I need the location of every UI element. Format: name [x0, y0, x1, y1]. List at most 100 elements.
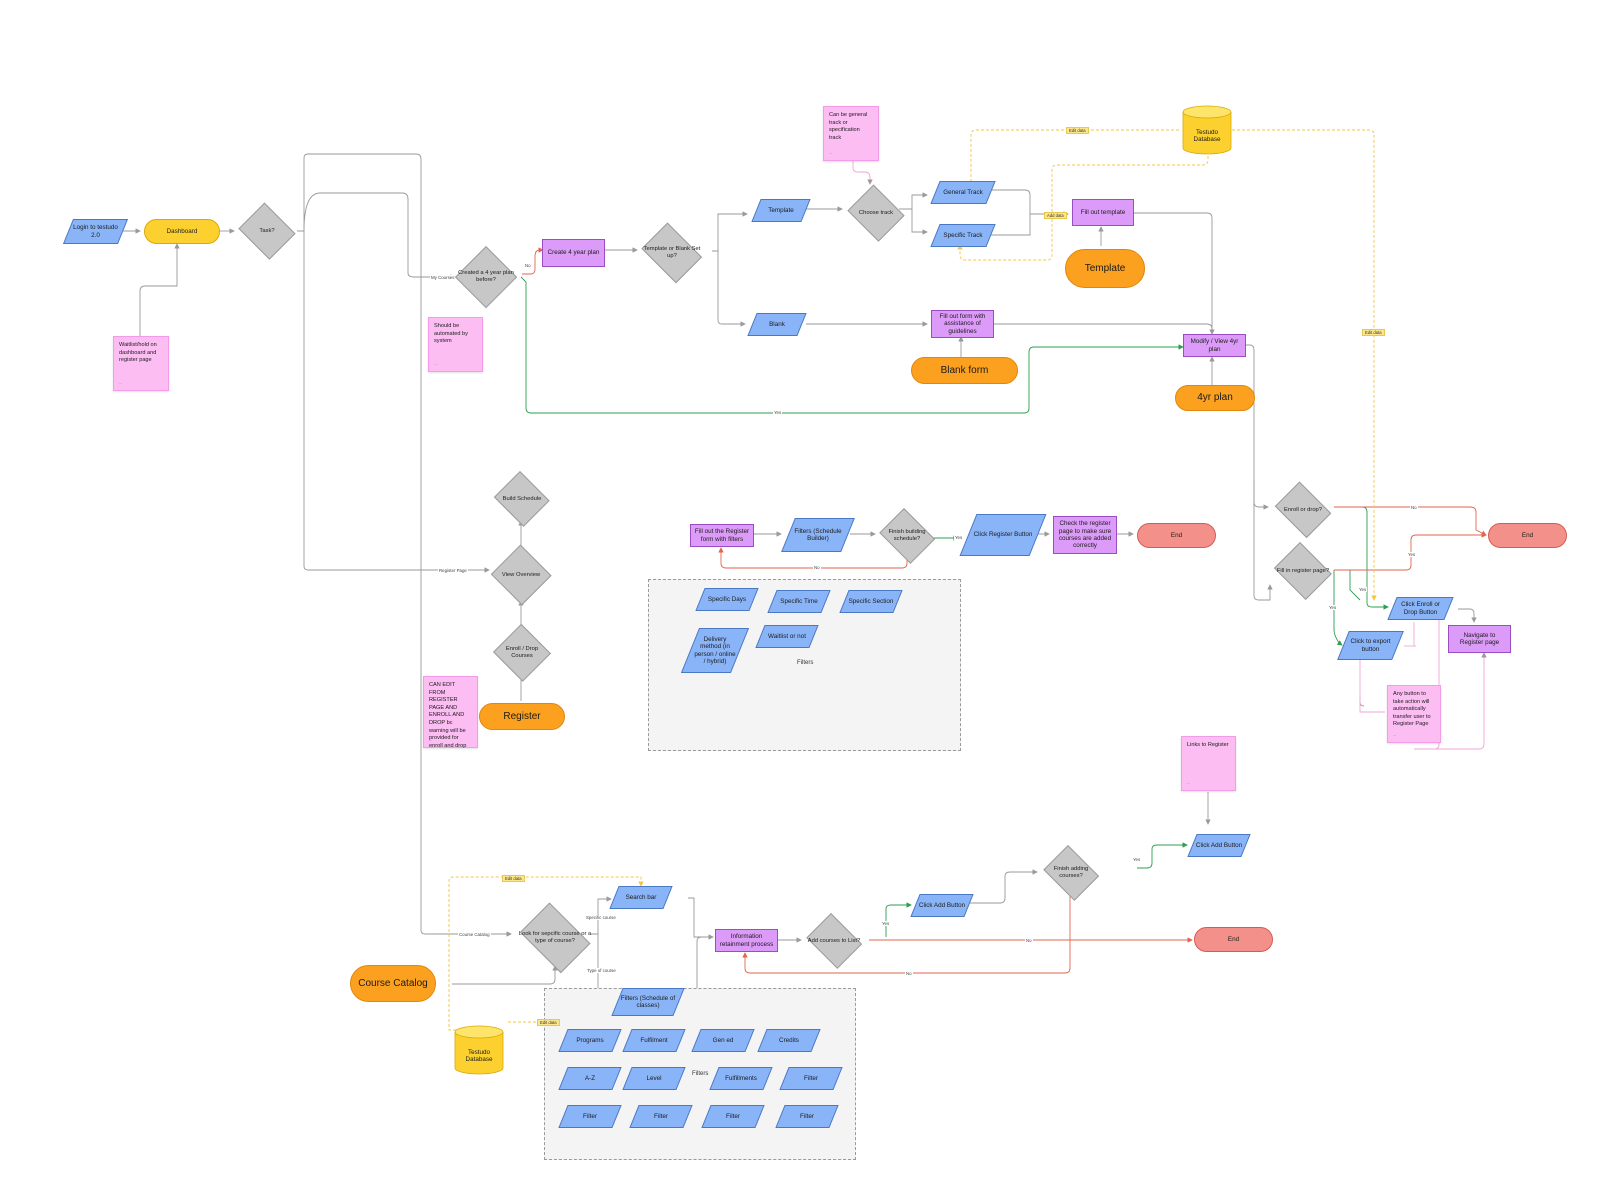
fill-template-node[interactable]: Fill out template	[1072, 199, 1134, 226]
template-or-blank-text: Template or Blank Set up?	[643, 246, 701, 259]
general-track-node[interactable]: General Track	[935, 181, 991, 204]
filter-specific-section[interactable]: Specific Section	[844, 590, 898, 613]
information-retainment-text: Information retainment process	[719, 933, 774, 948]
edge-label-yes-enroll: Yes	[1358, 587, 1368, 592]
waitlist-note: Waitlist/hold on dashboard and register …	[113, 336, 169, 391]
edge-label-specific-course: Specific course	[585, 915, 617, 920]
links-to-register-note-text: Links to Register	[1187, 742, 1229, 748]
filter-credits-text: Credits	[779, 1036, 799, 1044]
filter-credits[interactable]: Credits	[762, 1029, 816, 1052]
filter-delivery-method[interactable]: Delivery method (in person / online / hy…	[690, 628, 740, 673]
build-schedule-decision[interactable]: Build Schedule	[492, 473, 552, 525]
navigate-register-node[interactable]: Navigate to Register page	[1448, 625, 1511, 653]
template-section-text: Template	[1084, 262, 1126, 274]
click-add-button-mid[interactable]: Click Add Button	[915, 894, 969, 917]
information-retainment-node[interactable]: Information retainment process	[715, 929, 778, 952]
task-decision[interactable]: Task?	[236, 205, 298, 257]
finish-building-decision[interactable]: Finish building schedule?	[876, 511, 938, 561]
enroll-or-drop-decision[interactable]: Enroll or drop?	[1271, 485, 1335, 535]
fill-template-text: Fill out template	[1080, 208, 1126, 216]
finish-building-text: Finish building schedule?	[888, 529, 926, 542]
specific-track-node[interactable]: Specific Track	[935, 224, 991, 247]
waitlist-note-text: Waitlist/hold on dashboard and register …	[119, 342, 157, 364]
filter-generic-3[interactable]: Filter	[634, 1105, 688, 1128]
specific-track-text: Specific Track	[943, 231, 983, 239]
tag-edit-data-filters: Edit data	[537, 1019, 560, 1026]
click-export-node[interactable]: Click to export button	[1343, 631, 1398, 660]
filter-specific-time[interactable]: Specific Time	[772, 590, 826, 613]
filter-generic-4[interactable]: Filter	[706, 1105, 760, 1128]
links-to-register-note: Links to Register...	[1181, 736, 1236, 791]
template-or-blank-decision[interactable]: Template or Blank Set up?	[637, 227, 707, 279]
fill-in-register-text: Fill in register page?	[1276, 567, 1330, 574]
create-plan-node[interactable]: Create 4 year plan	[542, 239, 605, 267]
add-courses-text: Add courses to List?	[807, 937, 861, 944]
blank-io-node[interactable]: Blank	[752, 313, 802, 336]
modify-plan-node[interactable]: Modify / View 4yr plan	[1183, 334, 1246, 357]
create-plan-text: Create 4 year plan	[547, 249, 600, 257]
filter-specific-time-text: Specific Time	[780, 597, 818, 605]
filter-delivery-method-text: Delivery method (in person / online / hy…	[694, 635, 736, 665]
filter-gen-ed-text: Gen ed	[712, 1036, 734, 1044]
click-register-node[interactable]: Click Register Button	[968, 514, 1038, 556]
fill-register-form-node[interactable]: Fill out the Register form with filters	[690, 524, 754, 547]
filters-schedule-builder-node[interactable]: Filters (Schedule Builder)	[788, 518, 848, 552]
click-add-button-right[interactable]: Click Add Button	[1192, 834, 1246, 857]
filter-generic-5-text: Filter	[800, 1112, 814, 1120]
created-4yr-decision[interactable]: Created a 4 year plan before?	[455, 246, 517, 308]
filter-fulfillments[interactable]: Fulfillments	[714, 1067, 768, 1090]
task-text: Task?	[259, 227, 275, 234]
check-register-page-text: Check the register page to make sure cou…	[1058, 520, 1112, 550]
general-track-note-text: Can be general track or specification tr…	[829, 112, 868, 141]
edge-label-yes-finish-building: Yes	[954, 535, 964, 540]
end-right-text: End	[1521, 531, 1534, 539]
filter-generic-2-text: Filter	[583, 1112, 597, 1120]
choose-track-text: Choose track	[858, 209, 894, 216]
filter-generic-1[interactable]: Filter	[784, 1067, 838, 1090]
filter-generic-5[interactable]: Filter	[780, 1105, 834, 1128]
filter-fulfilment[interactable]: Fulfilment	[627, 1029, 681, 1052]
login-text: Login to testudo 2.0	[73, 224, 118, 239]
click-enroll-drop-node[interactable]: Click Enroll or Drop Button	[1392, 597, 1449, 620]
finish-adding-decision[interactable]: Finish adding courses?	[1040, 848, 1102, 898]
add-courses-decision[interactable]: Add courses to List?	[803, 916, 865, 966]
tag-edit-data-catalog: Edit data	[502, 875, 525, 882]
can-edit-note: CAN EDIT FROM REGISTER PAGE AND ENROLL A…	[423, 676, 478, 749]
filter-generic-2[interactable]: Filter	[563, 1105, 617, 1128]
sticky-footer-1: ...	[434, 361, 438, 367]
dashboard-node[interactable]: Dashboard	[144, 219, 220, 244]
catalog-filters-label: Filters	[692, 1071, 709, 1077]
view-overview-decision[interactable]: View Overview	[490, 545, 552, 605]
filters-schedule-classes-node[interactable]: Filters (Schedule of classes)	[617, 988, 679, 1016]
plan-section-text: 4yr plan	[1197, 392, 1233, 403]
filter-a-z[interactable]: A-Z	[563, 1067, 617, 1090]
fill-form-node[interactable]: Fill out form with assistance of guideli…	[931, 310, 994, 338]
blank-io-text: Blank	[769, 320, 785, 328]
filter-waitlist[interactable]: Waitlist or not	[760, 625, 814, 648]
tag-edit-data-right: Edit data	[1362, 329, 1385, 336]
filter-level-text: Level	[646, 1074, 662, 1082]
login-node[interactable]: Login to testudo 2.0	[68, 219, 123, 244]
filter-level[interactable]: Level	[627, 1067, 681, 1090]
filter-programs[interactable]: Programs	[563, 1029, 617, 1052]
filter-specific-days[interactable]: Specific Days	[700, 588, 754, 611]
filter-gen-ed[interactable]: Gen ed	[696, 1029, 750, 1052]
end-right-node: End	[1488, 523, 1567, 548]
fill-in-register-decision[interactable]: Fill in register page?	[1271, 545, 1335, 597]
edge-label-no-enroll: No	[1410, 505, 1418, 510]
edge-label-no-finish-adding: No	[905, 971, 913, 976]
tag-add-data: Add data	[1044, 212, 1067, 219]
filters-schedule-classes-text: Filters (Schedule of classes)	[620, 994, 676, 1009]
look-for-decision[interactable]: Look for sepcific course or a type of co…	[514, 908, 596, 968]
automated-note: Should be automated by system...	[428, 317, 483, 372]
enroll-drop-courses-decision[interactable]: Enroll / Drop Courses	[492, 624, 552, 681]
check-register-page-node[interactable]: Check the register page to make sure cou…	[1053, 516, 1117, 554]
search-bar-node[interactable]: Search bar	[614, 886, 668, 909]
template-io-node[interactable]: Template	[756, 199, 806, 222]
click-export-text: Click to export button	[1350, 638, 1391, 653]
build-schedule-text: Build Schedule	[502, 495, 542, 502]
filter-a-z-text: A-Z	[584, 1074, 596, 1082]
choose-track-decision[interactable]: Choose track	[845, 187, 907, 239]
